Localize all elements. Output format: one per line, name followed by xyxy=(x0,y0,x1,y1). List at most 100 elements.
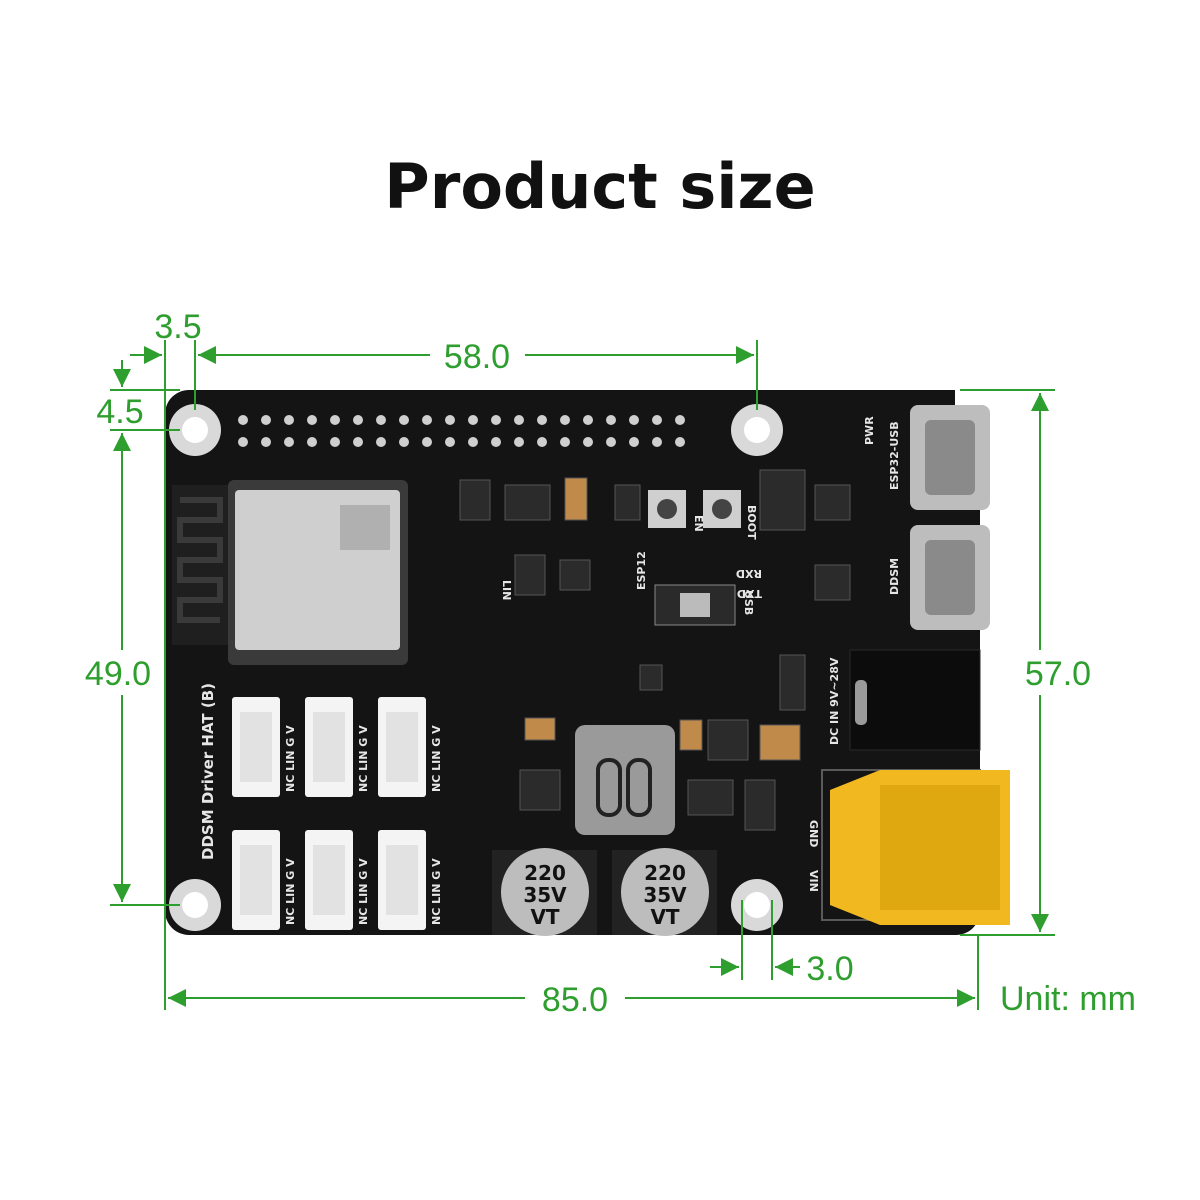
gpio-pad xyxy=(583,415,593,425)
gpio-pad xyxy=(284,415,294,425)
gpio-pad xyxy=(376,437,386,447)
en-label: EN xyxy=(692,515,705,532)
esp12-label: ESP12 xyxy=(635,551,648,590)
gpio-pad xyxy=(445,437,455,447)
usb-c-connector-ddsm xyxy=(910,525,990,630)
dim-hole-pitch-x: 58.0 xyxy=(444,338,510,376)
dimension-labels: 3.5 58.0 4.5 49.0 57.0 3.0 85.0 xyxy=(85,308,1091,1019)
mounting-hole-bottom-left xyxy=(169,879,221,931)
servo-connector-housing xyxy=(240,712,272,782)
gpio-pad xyxy=(445,415,455,425)
usb-esp12-slide-switch xyxy=(654,584,736,626)
page-title: Product size xyxy=(384,150,816,223)
gpio-pad xyxy=(399,437,409,447)
dim-board-height: 57.0 xyxy=(1025,655,1091,693)
gpio-pad xyxy=(468,437,478,447)
esp32-usb-label: ESP32-USB xyxy=(888,421,901,490)
gpio-pad xyxy=(629,437,639,447)
servo-pin-label: NC LIN G V xyxy=(430,725,443,792)
servo-connector-housing xyxy=(313,712,345,782)
gnd-label: GND xyxy=(807,820,820,847)
servo-pin-label: NC LIN G V xyxy=(284,725,297,792)
esp32-module xyxy=(172,480,408,665)
power-inductor xyxy=(575,725,675,835)
servo-pin-label: NC LIN G V xyxy=(357,858,370,925)
cap-right-value: 220 xyxy=(644,861,686,885)
gpio-pad xyxy=(514,415,524,425)
mounting-hole-bottom-right xyxy=(731,879,783,931)
servo-pin-label: NC LIN G V xyxy=(430,858,443,925)
gpio-pad xyxy=(675,437,685,447)
servo-connector-housing xyxy=(240,845,272,915)
servo-connector-housing xyxy=(386,845,418,915)
gpio-pad xyxy=(583,437,593,447)
gpio-pad xyxy=(330,415,340,425)
servo-connector-housing xyxy=(313,845,345,915)
gpio-pad xyxy=(284,437,294,447)
cap-left-series: VT xyxy=(530,905,559,929)
vin-label: VIN xyxy=(807,870,820,892)
gpio-pad xyxy=(652,437,662,447)
dimension-lines xyxy=(110,340,1055,1010)
servo-pin-label: NC LIN G V xyxy=(284,858,297,925)
gpio-pad xyxy=(422,437,432,447)
gpio-pad xyxy=(238,437,248,447)
gpio-pad xyxy=(353,415,363,425)
gpio-pad xyxy=(468,415,478,425)
gpio-pad xyxy=(491,437,501,447)
en-button xyxy=(648,490,686,528)
gpio-pad xyxy=(560,437,570,447)
gpio-pad xyxy=(629,415,639,425)
rxd-label: RXD xyxy=(736,567,762,580)
dc-in-label: DC IN 9V~28V xyxy=(828,657,841,745)
txd-label: TXD xyxy=(737,587,762,600)
dim-board-width: 85.0 xyxy=(542,981,608,1019)
boot-button xyxy=(703,490,741,528)
mounting-hole-top-left xyxy=(169,404,221,456)
dim-hole-pitch-y: 49.0 xyxy=(85,655,151,693)
unit-label: Unit: mm xyxy=(1000,980,1136,1018)
pcb-board: 220 35V VT 220 35V VT NC LIN G VNC LIN G… xyxy=(165,390,1010,936)
servo-connector-housing xyxy=(386,712,418,782)
gpio-pad xyxy=(238,415,248,425)
gpio-pad xyxy=(376,415,386,425)
gpio-pad xyxy=(537,437,547,447)
dim-top-margin: 4.5 xyxy=(96,393,143,431)
gpio-pad xyxy=(652,415,662,425)
gpio-pad xyxy=(261,437,271,447)
gpio-pad xyxy=(514,437,524,447)
dc-barrel-jack xyxy=(849,649,981,751)
gpio-pad xyxy=(353,437,363,447)
gpio-pad xyxy=(330,437,340,447)
cap-left-value: 220 xyxy=(524,861,566,885)
ddsm-label: DDSM xyxy=(888,558,901,595)
dim-left-margin: 3.5 xyxy=(154,308,201,346)
gpio-header xyxy=(238,415,685,447)
gpio-pad xyxy=(606,437,616,447)
boot-label: BOOT xyxy=(745,505,758,540)
gpio-pad xyxy=(307,415,317,425)
board-name-label: DDSM Driver HAT (B) xyxy=(199,683,217,860)
lin-label: LIN xyxy=(500,580,513,600)
mounting-hole-top-right xyxy=(731,404,783,456)
servo-connectors: NC LIN G V NC LIN G V NC LIN G V NC LIN G V… xyxy=(232,697,443,930)
gpio-pad xyxy=(307,437,317,447)
cap-right-voltage: 35V xyxy=(643,883,687,907)
usb-c-connector-esp32 xyxy=(910,405,990,510)
capacitor-right: 220 35V VT xyxy=(612,848,717,936)
capacitor-left: 220 35V VT xyxy=(492,848,597,936)
smd-components xyxy=(459,469,851,831)
gpio-pad xyxy=(422,415,432,425)
dim-hole-offset: 3.0 xyxy=(806,950,853,988)
gpio-pad xyxy=(261,415,271,425)
cap-right-series: VT xyxy=(650,905,679,929)
gpio-pad xyxy=(399,415,409,425)
gpio-pad xyxy=(606,415,616,425)
xt60-power-connector xyxy=(821,769,1010,925)
gpio-pad xyxy=(491,415,501,425)
gpio-pad xyxy=(537,415,547,425)
pwr-label: PWR xyxy=(863,416,876,445)
usb-label: USB xyxy=(742,590,755,615)
servo-pin-label: NC LIN G V xyxy=(357,725,370,792)
